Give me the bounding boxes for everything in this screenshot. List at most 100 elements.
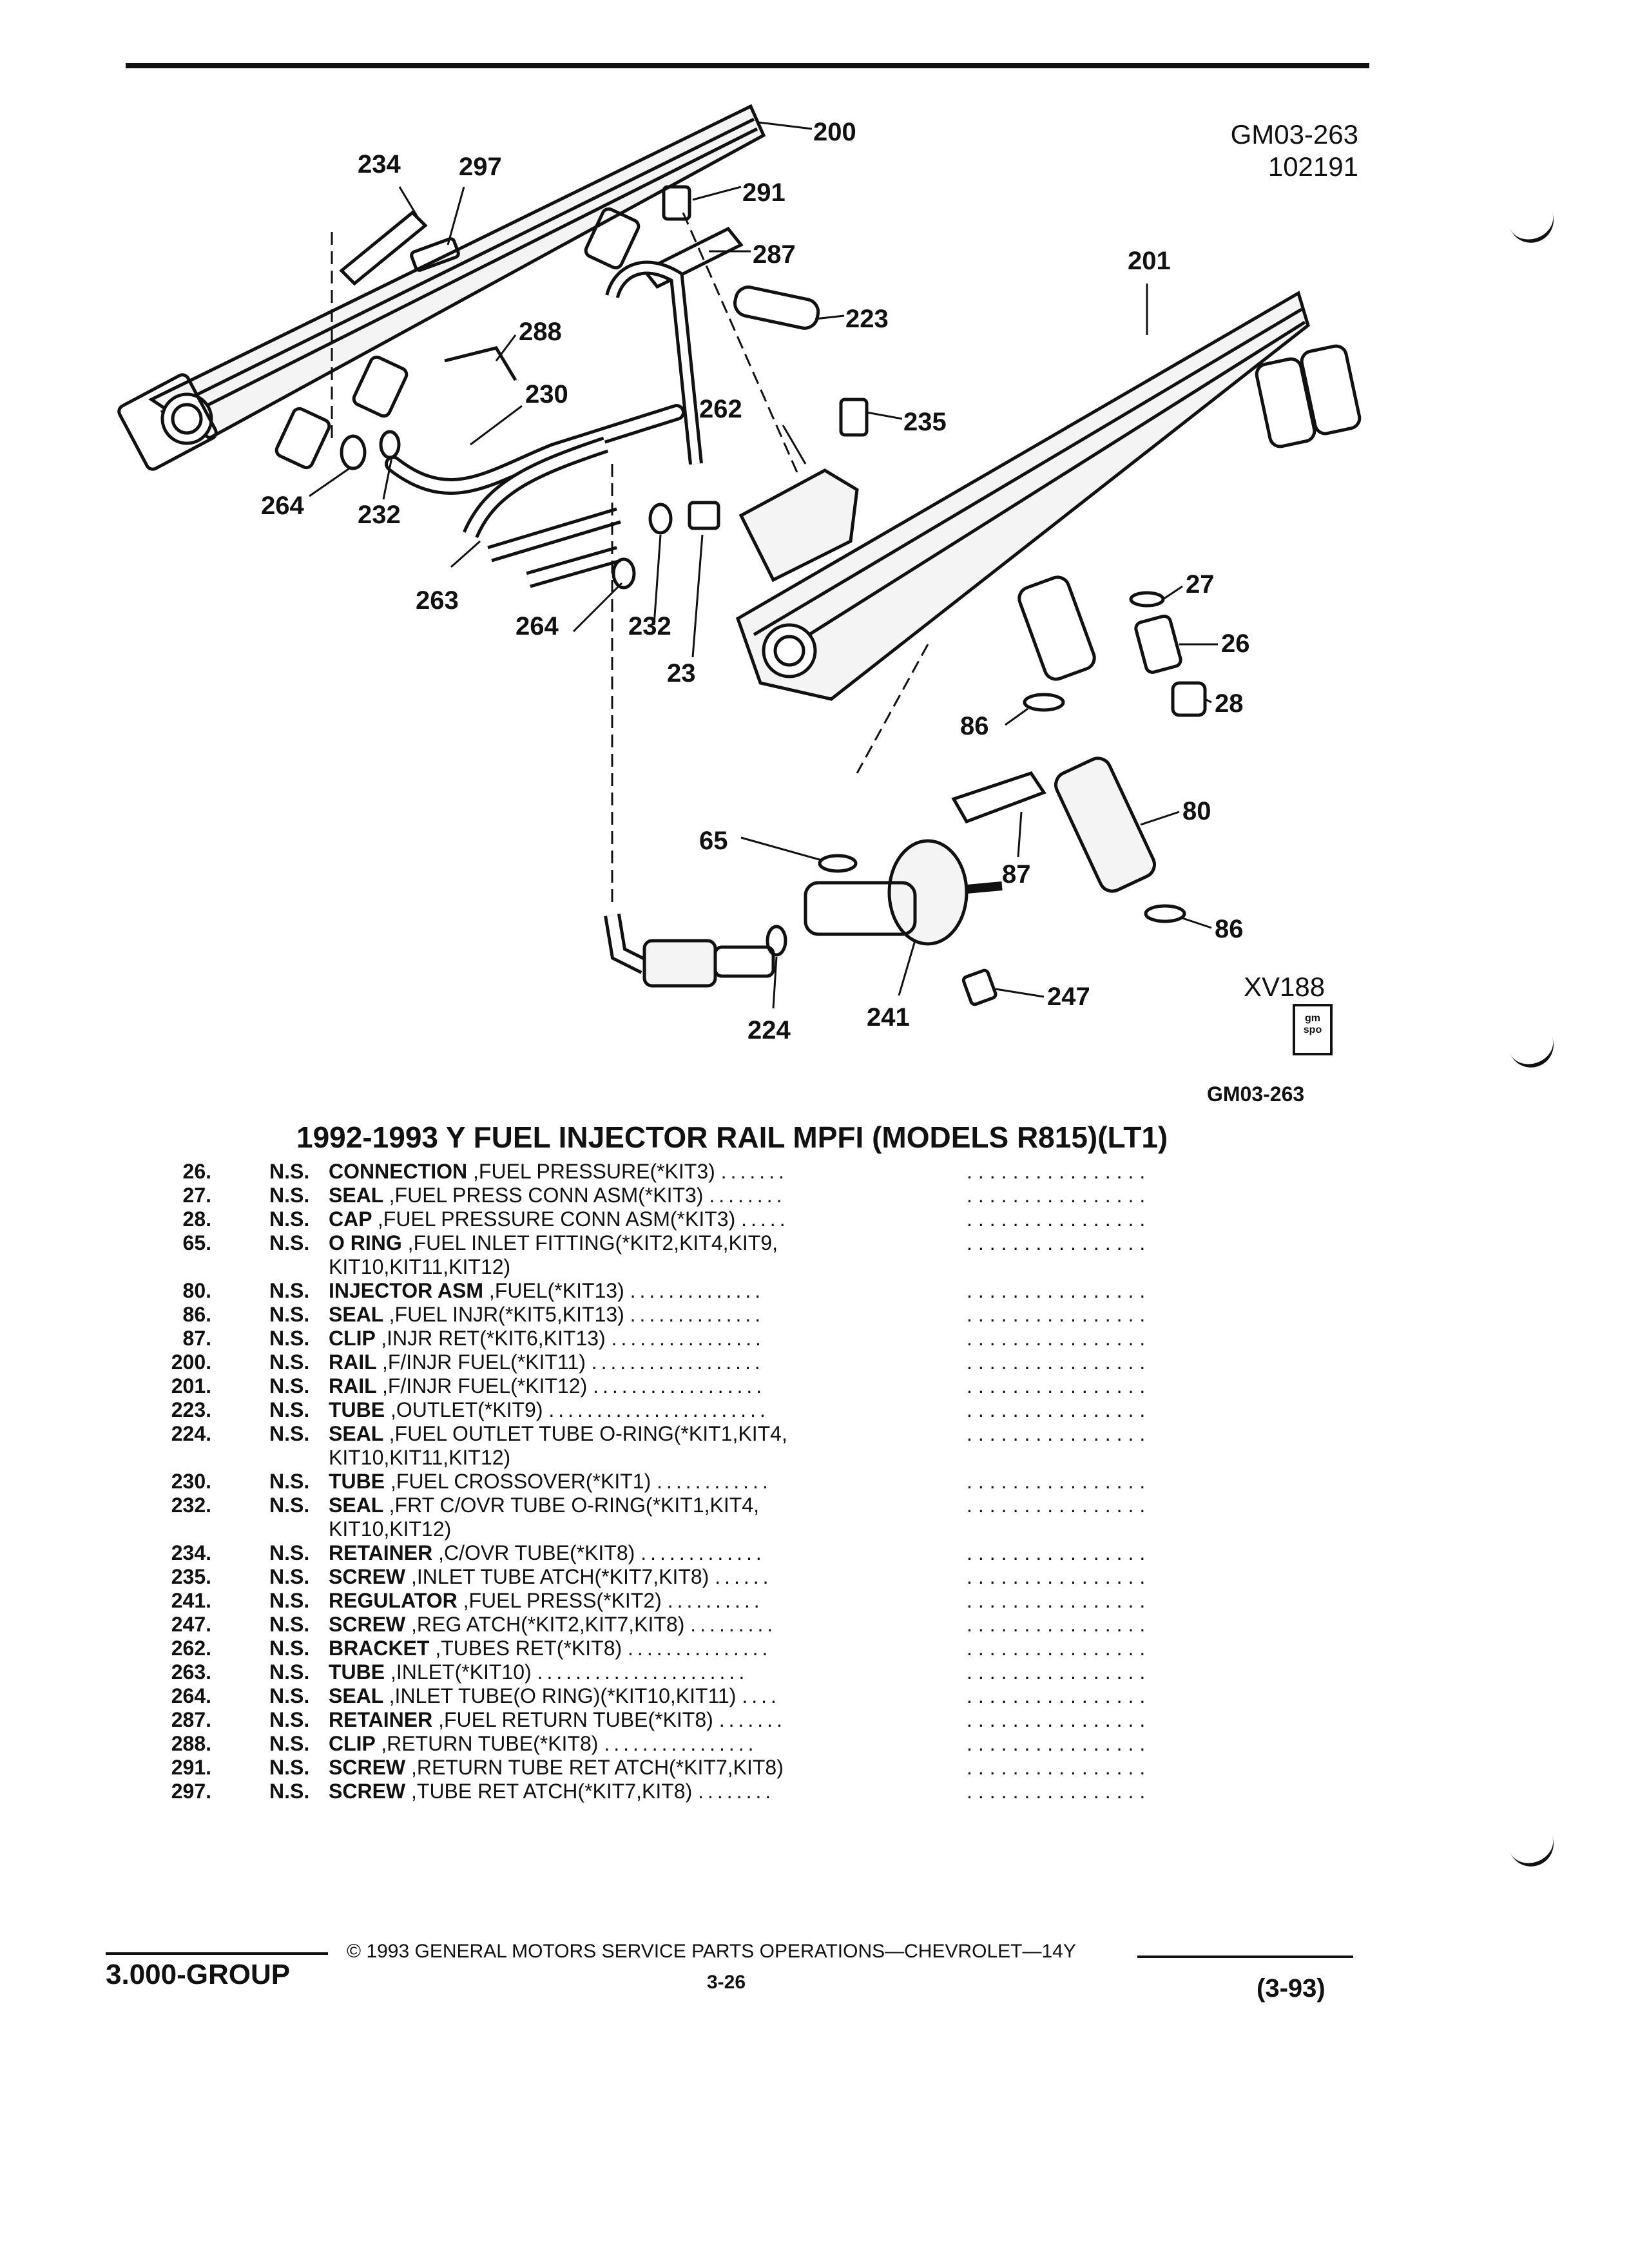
part-ns: N.S.	[269, 1732, 310, 1755]
callout-288: 288	[519, 318, 562, 346]
part-number: 232.	[171, 1494, 211, 1517]
part-row: 223.N.S.TUBE ,OUTLET(*KIT9) ............…	[0, 1398, 1629, 1422]
part-detail: ,FUEL(*KIT13)	[488, 1279, 624, 1302]
date-code-header: 102191	[1268, 151, 1358, 182]
part-leader-dots: ........	[709, 1184, 786, 1207]
part-leader-dots: ..................	[591, 1350, 764, 1374]
part-number: 264.	[171, 1684, 211, 1707]
part-detail: ,INLET(*KIT10)	[390, 1660, 532, 1684]
price-column-dots: ................	[967, 1780, 1152, 1803]
price-column-dots: ................	[967, 1422, 1152, 1445]
part-description: SEAL ,FUEL PRESS CONN ASM(*KIT3) .......…	[329, 1184, 786, 1207]
part-name: TUBE	[329, 1398, 385, 1421]
gm-spo-badge-icon: gm spo	[1293, 1004, 1333, 1055]
callout-80: 80	[1182, 797, 1211, 825]
figure-code-header: GM03-263	[1230, 119, 1358, 149]
part-leader-dots: .........	[690, 1613, 777, 1636]
part-detail: ,FUEL INJR(*KIT5,KIT13)	[389, 1303, 624, 1326]
price-column-dots: ................	[967, 1756, 1152, 1779]
part-leader-dots: ..............	[630, 1303, 765, 1326]
part-ns: N.S.	[269, 1660, 310, 1684]
part-detail: ,FUEL PRESSURE(*KIT3)	[473, 1160, 715, 1183]
footer-revision: (3-93)	[1257, 1974, 1325, 2003]
part-number: 262.	[171, 1637, 211, 1660]
part-row: 200.N.S.RAIL ,F/INJR FUEL(*KIT11) ......…	[0, 1350, 1629, 1374]
part-description: RETAINER ,FUEL RETURN TUBE(*KIT8) ......…	[329, 1708, 786, 1732]
part-leader-dots: ..............	[630, 1279, 765, 1302]
callout-234: 234	[358, 150, 401, 178]
callout-223: 223	[845, 305, 889, 333]
part-detail: ,TUBES RET(*KIT8)	[435, 1637, 622, 1660]
part-detail: ,RETURN TUBE(*KIT8)	[381, 1732, 599, 1755]
part-name: TUBE	[329, 1660, 385, 1684]
part-number: 80.	[182, 1279, 211, 1302]
part-row: 287.N.S.RETAINER ,FUEL RETURN TUBE(*KIT8…	[0, 1708, 1629, 1732]
part-name: BRACKET	[329, 1637, 430, 1660]
part-description: SCREW ,REG ATCH(*KIT2,KIT7,KIT8) .......…	[329, 1613, 776, 1637]
part-description: SCREW ,TUBE RET ATCH(*KIT7,KIT8) .......…	[329, 1780, 775, 1803]
part-description: CLIP ,INJR RET(*KIT6,KIT13) ............…	[329, 1327, 765, 1350]
price-column-dots: ................	[967, 1303, 1152, 1326]
callout-230: 230	[525, 380, 568, 408]
callout-241: 241	[867, 1003, 910, 1032]
price-column-dots: ................	[967, 1374, 1152, 1398]
footer-group: 3.000-GROUP	[106, 1959, 291, 1990]
part-description: SCREW ,INLET TUBE ATCH(*KIT7,KIT8) .....…	[329, 1565, 773, 1589]
callout-262: 262	[699, 395, 742, 423]
callout-200: 200	[813, 118, 856, 146]
part-detail: ,F/INJR FUEL(*KIT12)	[381, 1374, 588, 1398]
footer-copyright: © 1993 GENERAL MOTORS SERVICE PARTS OPER…	[347, 1941, 1076, 1962]
price-column-dots: ................	[967, 1637, 1152, 1660]
price-column-dots: ................	[967, 1541, 1152, 1564]
part-name: SEAL	[329, 1494, 383, 1517]
part-detail: ,FUEL INLET FITTING(*KIT2,KIT4,KIT9,	[407, 1231, 778, 1254]
part-number: 224.	[171, 1422, 211, 1445]
part-detail: ,FUEL CROSSOVER(*KIT1)	[390, 1470, 651, 1493]
part-row: 291.N.S.SCREW ,RETURN TUBE RET ATCH(*KIT…	[0, 1756, 1629, 1780]
part-description: INJECTOR ASM ,FUEL(*KIT13) .............…	[329, 1279, 764, 1303]
part-row: 224.N.S.SEAL ,FUEL OUTLET TUBE O-RING(*K…	[0, 1422, 1629, 1470]
part-detail: ,RETURN TUBE RET ATCH(*KIT7,KIT8)	[411, 1756, 784, 1779]
footer-rule-right	[1137, 1956, 1353, 1958]
part-row: 241.N.S.REGULATOR ,FUEL PRESS(*KIT2) ...…	[0, 1589, 1629, 1613]
part-detail: ,C/OVR TUBE(*KIT8)	[438, 1541, 635, 1564]
part-ns: N.S.	[269, 1684, 310, 1707]
margin-mark	[1507, 1829, 1560, 1873]
part-detail: ,FUEL PRESS CONN ASM(*KIT3)	[389, 1184, 704, 1207]
callout-27: 27	[1186, 570, 1215, 599]
part-number: 26.	[182, 1160, 211, 1183]
part-description: SEAL ,FUEL INJR(*KIT5,KIT13) ...........…	[329, 1303, 764, 1327]
part-row: 264. N.S. SEAL ,INLET TUBE(O RING)(*KIT10,…	[0, 1684, 1629, 1708]
fuel-injector-rail-exploded-view-icon	[117, 104, 1362, 1006]
badge-line-2: spo	[1303, 1024, 1322, 1035]
part-leader-dots: .......	[720, 1160, 788, 1183]
part-number: 291.	[171, 1756, 211, 1779]
part-description: SEAL ,INLET TUBE(O RING)(*KIT10,KIT11) .…	[329, 1684, 780, 1708]
price-column-dots: ................	[967, 1231, 1152, 1254]
part-number: 288.	[171, 1732, 211, 1755]
part-row: 262.N.S.BRACKET ,TUBES RET(*KIT8) ......…	[0, 1637, 1629, 1660]
part-number: 234.	[171, 1541, 211, 1564]
callout-201: 201	[1128, 247, 1171, 275]
part-leader-dots: ...............	[628, 1637, 772, 1660]
callout-297: 297	[459, 153, 502, 181]
part-name: SEAL	[329, 1184, 383, 1207]
footer-rule-left	[106, 1952, 328, 1955]
part-leader-dots: .......	[718, 1708, 786, 1731]
part-name: RETAINER	[329, 1708, 433, 1731]
part-continuation: KIT10,KIT11,KIT12)	[329, 1255, 511, 1278]
part-name: SCREW	[329, 1756, 406, 1779]
price-column-dots: ................	[967, 1565, 1152, 1588]
part-detail: ,REG ATCH(*KIT2,KIT7,KIT8)	[411, 1613, 685, 1636]
part-ns: N.S.	[269, 1565, 310, 1588]
callout-235: 235	[903, 408, 947, 436]
part-row: 86.N.S.SEAL ,FUEL INJR(*KIT5,KIT13) ....…	[0, 1303, 1629, 1327]
callout-224: 224	[747, 1016, 791, 1044]
callout-65: 65	[699, 827, 728, 855]
part-leader-dots: ..........	[667, 1589, 764, 1612]
part-description: CAP ,FUEL PRESSURE CONN ASM(*KIT3) .....	[329, 1207, 789, 1231]
part-description: RETAINER ,C/OVR TUBE(*KIT8) ............…	[329, 1541, 766, 1565]
part-description: SEAL ,FUEL OUTLET TUBE O-RING(*KIT1,KIT4…	[329, 1422, 787, 1446]
part-ns: N.S.	[269, 1541, 310, 1564]
part-name: SEAL	[329, 1422, 383, 1445]
